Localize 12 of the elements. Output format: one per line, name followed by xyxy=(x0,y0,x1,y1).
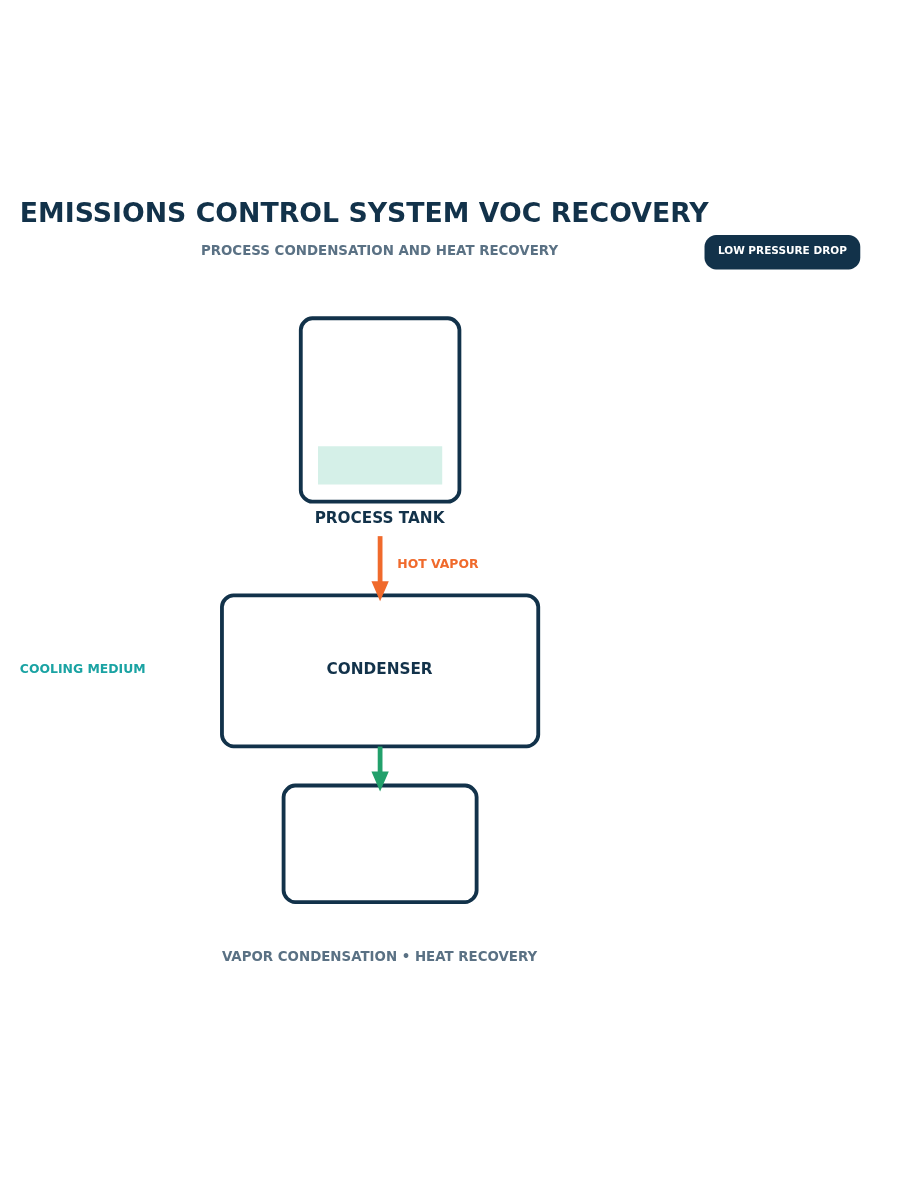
node-box xyxy=(281,783,479,904)
node-box xyxy=(298,315,462,504)
arrow xyxy=(371,746,389,791)
edge-label: HOT VAPOR xyxy=(397,555,479,571)
node-box: CONDENSER xyxy=(220,592,541,748)
arrow xyxy=(371,535,389,601)
label: PROCESS CONDENSATION AND HEAT RECOVERY xyxy=(200,242,559,258)
node-box: LOW PRESSURE DROP xyxy=(704,234,861,269)
label: COOLING MEDIUM xyxy=(19,660,146,676)
node-label: PROCESS TANK xyxy=(314,508,445,527)
caption: VAPOR CONDENSATION • HEAT RECOVERY xyxy=(221,948,538,964)
diagram-title: EMISSIONS CONTROL SYSTEM VOC RECOVERY xyxy=(19,196,709,228)
